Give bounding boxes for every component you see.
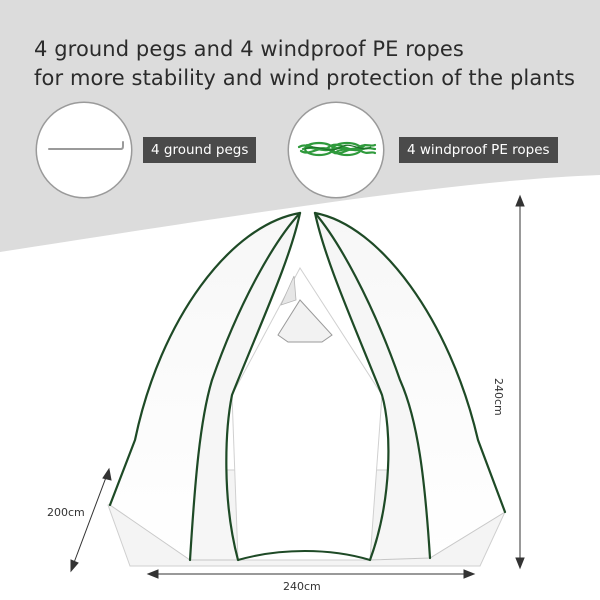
rope-circle	[289, 103, 383, 197]
pe-ropes-tag: 4 windproof PE ropes	[399, 137, 558, 163]
height-dimension-label: 240cm	[492, 378, 505, 416]
headline: 4 ground pegs and 4 windproof PE ropes f…	[34, 35, 594, 93]
ground-peg-circle	[37, 103, 131, 197]
width-dimension-label: 240cm	[283, 580, 321, 593]
headline-line-1: 4 ground pegs and 4 windproof PE ropes	[34, 37, 464, 61]
headline-line-2: for more stability and wind protection o…	[34, 66, 576, 90]
ground-peg-icon	[48, 141, 124, 150]
depth-dimension-label: 200cm	[47, 506, 85, 519]
green-rope-icon	[297, 141, 377, 157]
ground-pegs-tag: 4 ground pegs	[143, 137, 257, 163]
